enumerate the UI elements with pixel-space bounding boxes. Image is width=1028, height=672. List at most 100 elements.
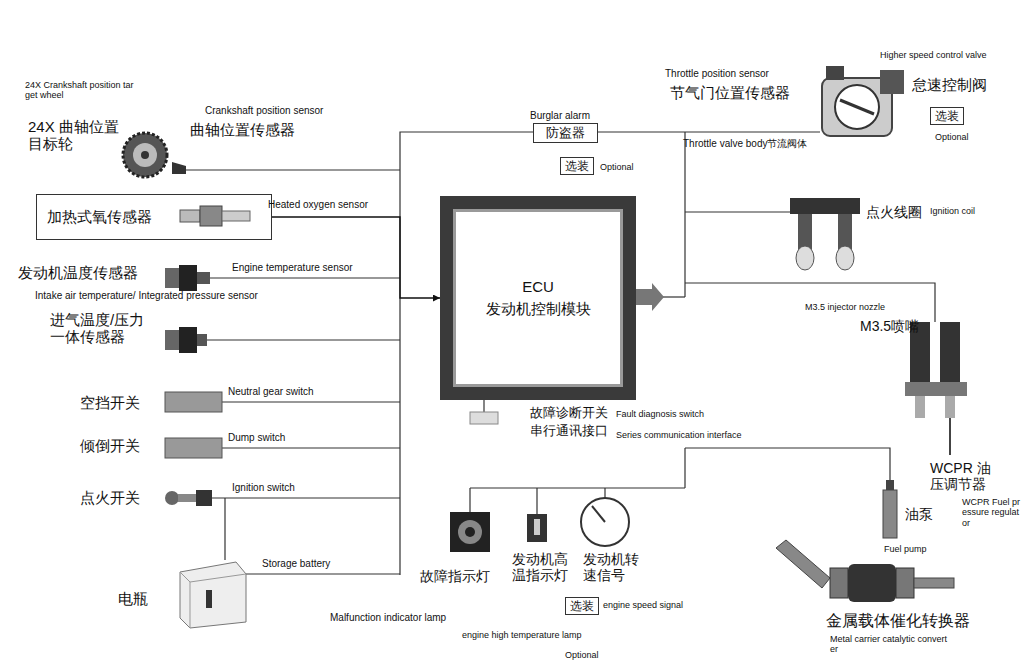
drawing-part bbox=[469, 488, 470, 512]
drawing-part bbox=[210, 277, 400, 278]
part-label: 点火开关 bbox=[80, 489, 140, 506]
part-label: 24X 曲轴位置目标轮 bbox=[28, 118, 120, 153]
part-label: Intake air temperature/ Integrated press… bbox=[35, 290, 258, 302]
part-label: 倾倒开关 bbox=[80, 437, 140, 454]
drawing-part bbox=[905, 382, 967, 396]
optional-tag: 选装 bbox=[930, 107, 964, 125]
drawing-part bbox=[581, 498, 629, 546]
node-title: 选装 bbox=[570, 599, 594, 613]
part-label: 进气温度/压力 一体传感器 bbox=[50, 311, 162, 346]
sensor-box: 加热式氧传感器 bbox=[36, 194, 272, 240]
drawing-part bbox=[949, 418, 951, 455]
part-label: Optional bbox=[565, 650, 599, 660]
part-label: 发动机温度传感器 bbox=[18, 264, 138, 281]
part-label: engine speed signal bbox=[603, 600, 683, 610]
alarm-box: 防盗器 bbox=[533, 123, 598, 143]
ecu-box: ECU 发动机控制模块 bbox=[440, 196, 636, 400]
drawing-part bbox=[527, 514, 547, 542]
drawing-part bbox=[165, 491, 179, 505]
drawing-part bbox=[838, 214, 852, 250]
throttle-body bbox=[822, 66, 904, 136]
node-title: 选装 bbox=[935, 109, 959, 123]
part-label: Neutral gear switch bbox=[228, 386, 314, 398]
part-label: Storage battery bbox=[262, 558, 330, 570]
dump-switch bbox=[165, 438, 222, 458]
drawing-part bbox=[222, 211, 250, 221]
part-label: Fuel pump bbox=[884, 544, 927, 554]
drawing-part bbox=[179, 265, 197, 291]
part-label: 24X Crankshaft position target wheel bbox=[25, 80, 135, 101]
drawing-part bbox=[224, 498, 225, 560]
drawing-part bbox=[450, 512, 490, 552]
drawing-part bbox=[915, 396, 925, 418]
drawing-part bbox=[222, 401, 400, 402]
drawing-part bbox=[465, 527, 475, 537]
drawing-part bbox=[212, 497, 400, 498]
drawing-part bbox=[458, 520, 482, 544]
part-label: 发动机高温指示灯 bbox=[512, 551, 570, 583]
wires bbox=[186, 132, 935, 575]
drawing-part bbox=[945, 396, 955, 418]
part-label: 发动机转速信号 bbox=[583, 551, 641, 583]
ignition-key bbox=[165, 490, 212, 506]
drawing-part bbox=[470, 487, 685, 488]
part-label: Dump switch bbox=[228, 432, 285, 444]
part-label: WCPR 油压调节器 bbox=[930, 460, 998, 492]
part-label: 空挡开关 bbox=[80, 394, 140, 411]
part-label: Ignition coil bbox=[930, 206, 975, 216]
drawing-part bbox=[190, 582, 191, 628]
drawing-part bbox=[165, 330, 179, 350]
drawing-part bbox=[178, 494, 196, 502]
battery bbox=[180, 562, 246, 628]
drawing-part bbox=[534, 519, 540, 535]
drawing-part bbox=[180, 210, 200, 222]
part-label: Metal carrier catalytic converter bbox=[830, 634, 950, 655]
node-title: ECU bbox=[522, 278, 554, 296]
drawing-part bbox=[483, 400, 484, 412]
part-label: 故障指示灯 bbox=[420, 568, 490, 584]
part-label: 节气门位置传感器 bbox=[670, 84, 790, 101]
node-text: 发动机控制模块 bbox=[486, 300, 591, 318]
speed-gauge bbox=[581, 498, 629, 546]
connector bbox=[272, 217, 440, 298]
part-label: WCPR Fuel pressure regulator bbox=[962, 497, 1022, 528]
drawing-part bbox=[196, 490, 212, 506]
part-label: 金属载体催化转换器 bbox=[826, 612, 970, 630]
drawing-part bbox=[133, 143, 157, 167]
drawing-part bbox=[684, 448, 685, 488]
drawing-part bbox=[246, 573, 400, 574]
node-title: 防盗器 bbox=[546, 125, 585, 141]
drawing-part bbox=[830, 568, 848, 598]
part-label: Burglar alarm bbox=[530, 110, 590, 122]
part-label: Throttle position sensor bbox=[665, 68, 769, 80]
ignition-coil bbox=[790, 198, 860, 270]
part-label: 电瓶 bbox=[118, 590, 148, 607]
part-label: Optional bbox=[600, 162, 634, 172]
drawing-part bbox=[826, 66, 844, 80]
drawing-part bbox=[848, 564, 896, 602]
diagnosis-connector bbox=[470, 412, 498, 424]
part-label: M3.5 injector nozzle bbox=[805, 302, 885, 312]
part-label: Optional bbox=[935, 132, 969, 142]
drawing-part bbox=[685, 283, 935, 322]
target-wheel bbox=[123, 133, 186, 177]
drawing-part bbox=[883, 490, 897, 538]
drawing-part bbox=[684, 132, 685, 297]
part-label: Heated oxygen sensor bbox=[268, 199, 368, 211]
temperature-sensor bbox=[165, 265, 210, 291]
part-label: engine high temperature lamp bbox=[462, 630, 582, 640]
catalytic-converter bbox=[776, 540, 954, 602]
drawing-part bbox=[165, 268, 179, 288]
malfunction-lamp bbox=[450, 512, 490, 552]
drawing-part bbox=[604, 488, 605, 498]
drawing-part bbox=[776, 540, 830, 588]
output-arrow bbox=[636, 283, 664, 311]
drawing-part bbox=[179, 327, 197, 353]
part-label: 油泵 bbox=[905, 506, 933, 522]
drawing-part bbox=[197, 272, 210, 284]
part-label: 曲轴位置传感器 bbox=[190, 121, 295, 138]
drawing-part bbox=[940, 322, 960, 382]
drawing-part bbox=[896, 568, 914, 598]
drawing-part bbox=[592, 506, 605, 522]
